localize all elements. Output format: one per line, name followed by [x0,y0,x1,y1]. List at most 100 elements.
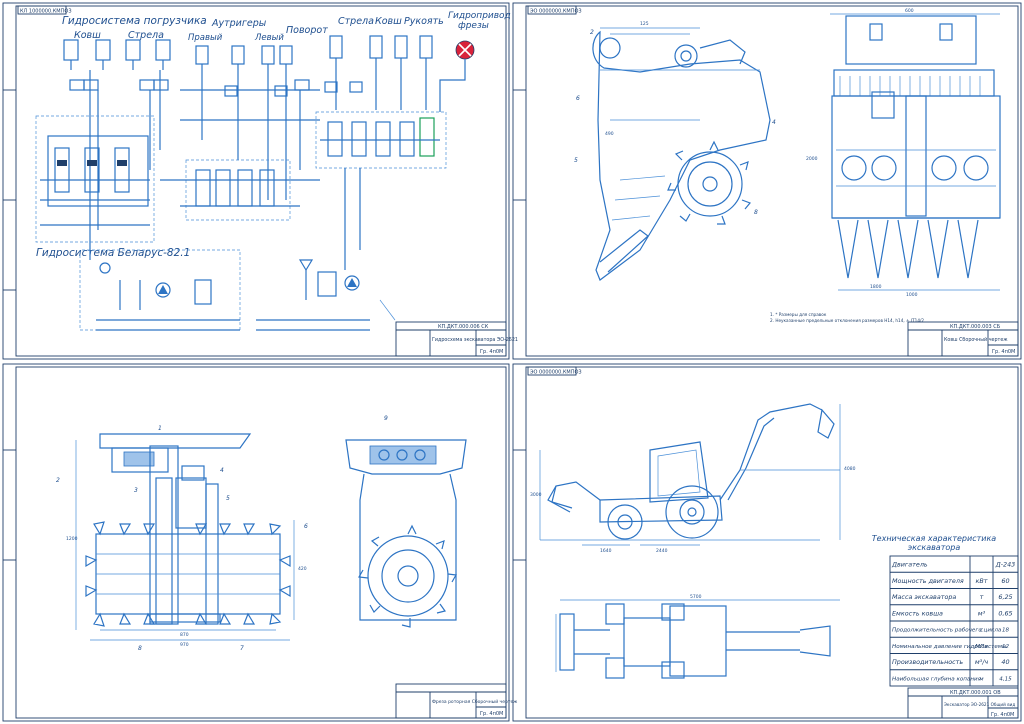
rotor-title-block: Фреза роторная Сборочный чертеж Гр. 4п0М [395,683,517,719]
spec-name: Продолжительность рабочего цикла [892,628,1002,634]
spec-value: 12 [1002,644,1010,650]
rotor-dim-4: 420 [298,566,307,572]
hydraulic-sheet-name: Гидросхема экскаватора ЭО-2621 [432,337,518,343]
bucket-dim-6: 1800 [870,284,882,290]
hydraulic-label-boom2: Стрела [338,16,374,27]
svg-text:8: 8 [754,209,758,216]
hydraulic-label-swing: Поворот [286,25,328,36]
panel-excavator: ЭО 0000000.КМПОЗ 1640 2440 4080 3000 [512,363,1022,722]
spec-unit: с [980,628,983,634]
panel-rotor: 870 970 1200 420 1 2 3 4 5 6 7 8 9 [2,363,517,722]
rotor-dim-3: 1200 [66,536,78,542]
spec-name: Двигатель [891,561,928,569]
svg-text:2: 2 [590,29,594,36]
excavator-dim-4: 3000 [530,492,542,498]
spec-unit: м [979,676,984,682]
bucket-dim-1: 125 [640,21,649,27]
spec-value: 4,15 [999,676,1012,682]
hydraulic-title-drive: Гидропривод [448,11,511,21]
excavator-stamp: ЭО 0000000.КМПОЗ [530,370,582,376]
spec-unit: т [980,593,984,601]
specs-title: Техническая характеристика [872,534,997,543]
spec-value: Д-243 [995,561,1016,569]
svg-text:9: 9 [384,415,388,422]
bucket-note-2: 2. Неуказанные предельные отклонения раз… [770,318,924,323]
spec-name: Производительность [892,658,963,666]
bucket-dim-4: 600 [905,8,914,14]
spec-name: Емкость ковша [892,609,943,617]
spec-name: Номинальное давление гидросистемы [892,644,1007,650]
spec-value: 6,25 [998,593,1012,601]
svg-text:3: 3 [134,487,138,494]
hydraulic-label-left: Левый [254,33,284,43]
excavator-dim-3: 4080 [844,466,856,472]
excavator-top-view: 5700 [555,594,840,679]
hydraulic-stamp: КЛ 1000000.КМПОЗ [20,9,72,15]
hydraulic-label-boom: Стрела [128,30,164,41]
excavator-side-view: 1640 2440 4080 3000 [530,403,856,554]
svg-text:8: 8 [138,645,142,652]
rotor-group: Гр. 4п0М [480,711,503,717]
bucket-dim-2: 490 [605,131,614,137]
svg-text:5: 5 [226,495,230,502]
rotor-dim-1: 870 [180,632,189,638]
bucket-stamp: ЭО 0000000.КМПОЗ [530,9,582,15]
bucket-front-view: 1000 600 2000 1800 [806,8,1001,298]
rotor-dim-2: 970 [180,642,189,648]
hydraulic-group: Гр. 4п0М [480,349,503,355]
spec-value: 18 [1002,628,1010,634]
spec-unit: м³ [978,609,986,617]
excavator-dim-1: 1640 [600,548,612,554]
svg-text:2: 2 [56,477,60,484]
spec-value: 0,65 [998,609,1012,617]
bucket-code: КП.ДКТ.000.003 СБ [950,324,1001,330]
hydraulic-label-bucket2: Ковш [375,16,402,27]
excavator-dim-2: 2440 [656,548,668,554]
spec-value: 60 [1001,577,1009,585]
spec-unit: кВт [976,577,988,585]
svg-text:5: 5 [574,157,578,164]
svg-text:6: 6 [304,523,308,530]
svg-text:6: 6 [576,95,580,102]
svg-text:1: 1 [158,425,162,432]
hydraulic-title-loader: Гидросистема погрузчика [62,15,207,27]
specs-table: Техническая характеристика экскаватора Д… [872,534,1019,687]
spec-value: 40 [1001,658,1009,666]
svg-text:7: 7 [240,645,244,652]
rotor-side-view: 9 [345,415,467,628]
hydraulic-label-bucket: Ковш [74,30,101,41]
bucket-group: Гр. 4п0М [992,349,1015,355]
bucket-sheet-name: Ковш Сборочный чертеж [944,336,1008,343]
spec-name: Наибольшая глубина копания [892,676,982,682]
svg-text:4: 4 [772,119,776,126]
hydraulic-title-outriggers: Аутригеры [211,18,267,29]
spec-unit: МПа [975,644,988,650]
hydraulic-title-block: КП.ДКТ.000.006 СК Гидросхема экскаватора… [395,321,518,357]
bucket-dim-5: 2000 [806,156,818,162]
distributor-middle [185,159,291,221]
excavator-dim-5: 5700 [690,594,702,600]
excavator-code: КП.ДКТ.000.001 ОВ [950,690,1001,696]
excavator-group: Гр. 4п0М [991,712,1014,718]
excavator-title-block: КП.ДКТ.000.001 ОВ Экскаватор ЭО-2621 Общ… [907,687,1019,719]
bucket-note-1: 1. * Размеры для справок [770,312,827,317]
hydraulic-title-belarus: Гидросистема Беларус-82.1 [36,247,190,259]
rotor-sheet-name: Фреза роторная Сборочный чертеж [432,698,517,705]
rotor-section-view: 870 970 1200 420 1 2 3 4 5 6 7 8 [56,425,308,652]
svg-text:4: 4 [220,467,224,474]
distributor-left [35,115,155,243]
hydraulic-label-right: Правый [188,33,223,43]
excavator-sheet-name: Экскаватор ЭО-2621 Общий вид [944,702,1015,707]
spec-name: Мощность двигателя [892,577,964,585]
bucket-dim-3: 1000 [906,292,918,298]
spec-unit: м³/ч [975,658,989,666]
hydraulic-title-drive2: фрезы [458,21,489,31]
hydraulic-label-handle: Рукоять [404,16,444,27]
panel-bucket: ЭО 0000000.КМПОЗ 125 490 2 6 5 8 4 [512,2,1022,360]
bucket-title-block: КП.ДКТ.000.003 СБ Ковш Сборочный чертеж … [907,321,1019,357]
distributor-right [315,111,447,169]
hydraulic-code: КП.ДКТ.000.006 СК [438,324,489,330]
panel-hydraulic: КЛ 1000000.КМПОЗ Гидросистема погрузчика… [2,2,518,360]
specs-subtitle: экскаватора [908,543,961,552]
